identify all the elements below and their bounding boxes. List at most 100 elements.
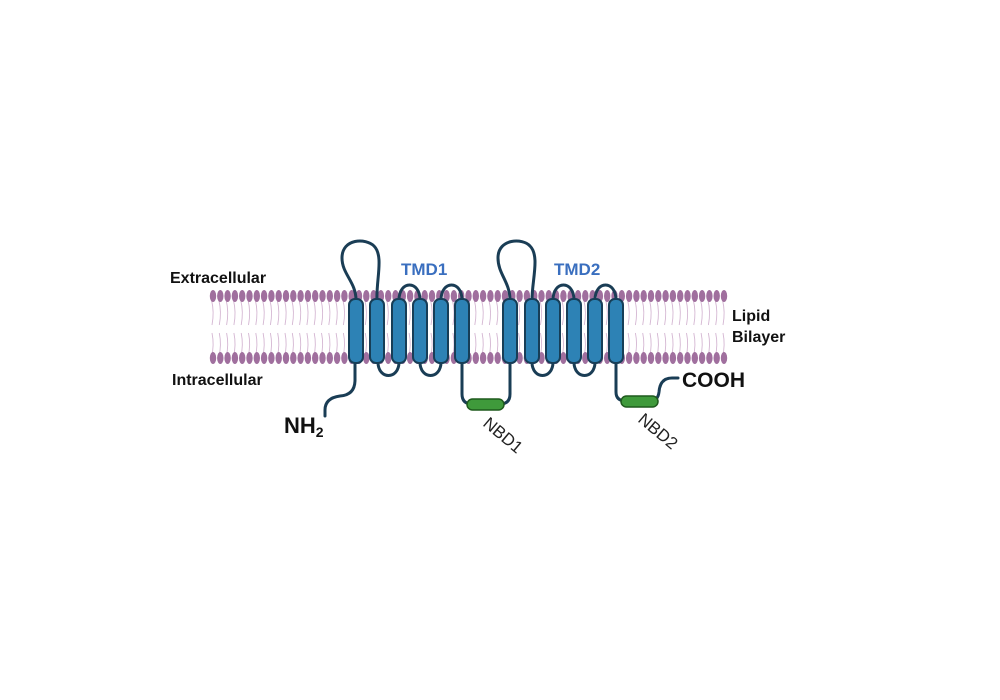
- lipid-heads-outer-leaflet: [209, 290, 728, 302]
- tmd1-helix-4: [412, 298, 428, 364]
- lipid-tail: [663, 299, 667, 326]
- lipid-head: [655, 352, 662, 364]
- tmd2-helix-1: [502, 298, 518, 364]
- lipid-tail: [211, 299, 214, 326]
- tmd1-intracellular-loop-1: [376, 360, 401, 377]
- lipid-head: [669, 352, 677, 364]
- lipid-head: [538, 290, 545, 302]
- nbd1-domain: [466, 398, 505, 411]
- lipid-head: [472, 352, 479, 364]
- nbd2-label: NBD2: [634, 410, 681, 454]
- lipid-tail: [225, 299, 229, 326]
- lipid-head: [363, 352, 370, 364]
- tmd2-intracellular-loop-1: [530, 360, 555, 377]
- lipid-head: [209, 290, 217, 302]
- lipid-head: [684, 290, 691, 302]
- lipid-head: [691, 290, 698, 302]
- lipid-head: [494, 352, 501, 364]
- lipid-head: [706, 352, 713, 364]
- tmd1-extracellular-loop-3: [439, 283, 464, 302]
- tmd2-extracellular-loop-2: [551, 283, 576, 302]
- lipid-head: [231, 352, 239, 364]
- lipid-head: [282, 352, 290, 364]
- lipid-head: [290, 290, 297, 302]
- lipid-tail: [313, 299, 316, 326]
- tmd1-extracellular-loop-large: [340, 239, 381, 302]
- lipid-head: [363, 290, 370, 302]
- tmd1-extracellular-loop-2: [397, 283, 422, 302]
- lipid-tail: [335, 299, 338, 326]
- lipid-head: [662, 352, 669, 364]
- lipid-tail: [342, 299, 345, 326]
- lipid-tail: [262, 299, 265, 326]
- lipid-head: [333, 290, 341, 302]
- lipid-head: [275, 352, 282, 364]
- lipid-head: [677, 352, 684, 364]
- lipid-head: [297, 352, 304, 364]
- lipid-head: [406, 290, 414, 302]
- tmd1-helix-2: [369, 298, 385, 364]
- lipid-tail: [284, 299, 287, 326]
- lipid-bilayer: [209, 290, 728, 364]
- lipid-tail: [517, 299, 521, 326]
- lipid-label: Lipid: [732, 308, 770, 325]
- lipid-head: [494, 290, 501, 302]
- intracellular-label: Intracellular: [172, 372, 263, 389]
- lipid-tail: [327, 299, 331, 326]
- lipid-tail: [254, 299, 258, 326]
- lipid-tail: [714, 299, 718, 326]
- linker-to-nbd1: [460, 360, 512, 406]
- lipid-head: [290, 352, 297, 364]
- lipid-head: [326, 290, 333, 302]
- lipid-head: [647, 290, 655, 302]
- lipid-head: [625, 352, 633, 364]
- lipid-head: [239, 352, 246, 364]
- lipid-tail: [386, 299, 389, 326]
- lipid-head: [640, 290, 647, 302]
- lipid-head: [487, 290, 494, 302]
- lipid-head: [319, 290, 326, 302]
- lipid-tail: [656, 299, 659, 326]
- lipid-head: [604, 290, 611, 302]
- tmd2-label: TMD2: [554, 260, 600, 279]
- lipid-head: [246, 290, 253, 302]
- transmembrane-helices: [348, 298, 624, 364]
- lipid-head: [713, 290, 720, 302]
- nh-text: NH: [284, 413, 316, 438]
- lipid-tail: [583, 299, 586, 326]
- lipid-head: [282, 290, 290, 302]
- nbd1-label: NBD1: [479, 414, 526, 458]
- n-terminus-label: NH2: [284, 413, 324, 440]
- lipid-tail: [276, 299, 280, 326]
- lipid-head: [479, 290, 487, 302]
- lipid-tail: [305, 299, 309, 326]
- tmd2-extracellular-loop-large: [496, 239, 537, 302]
- lipid-tail: [218, 299, 221, 326]
- lipid-head: [253, 352, 260, 364]
- tmd2-helix-6: [608, 298, 624, 364]
- n-terminus-tail: [323, 358, 357, 418]
- lipid-head: [246, 352, 253, 364]
- lipid-tail: [232, 299, 236, 326]
- lipid-tail: [722, 299, 725, 326]
- lipid-head: [684, 352, 691, 364]
- tmd2-helix-2: [524, 298, 540, 364]
- lipid-tail: [320, 299, 324, 326]
- tmd1-label: TMD1: [401, 260, 447, 279]
- lipid-head: [487, 352, 494, 364]
- lipid-head: [385, 352, 392, 364]
- lipid-head: [640, 352, 647, 364]
- lipid-head: [231, 290, 239, 302]
- lipid-tail: [408, 299, 411, 326]
- lipid-tail: [364, 299, 367, 326]
- extracellular-label: Extracellular: [170, 270, 266, 287]
- lipid-tail: [685, 299, 689, 326]
- lipid-head: [662, 290, 669, 302]
- lipid-head: [633, 352, 640, 364]
- lipid-head: [217, 352, 224, 364]
- lipid-head: [720, 290, 728, 302]
- lipid-tail: [473, 299, 477, 326]
- tmd1-helix-1: [348, 298, 364, 364]
- tmd1-intracellular-loop-2: [418, 360, 443, 377]
